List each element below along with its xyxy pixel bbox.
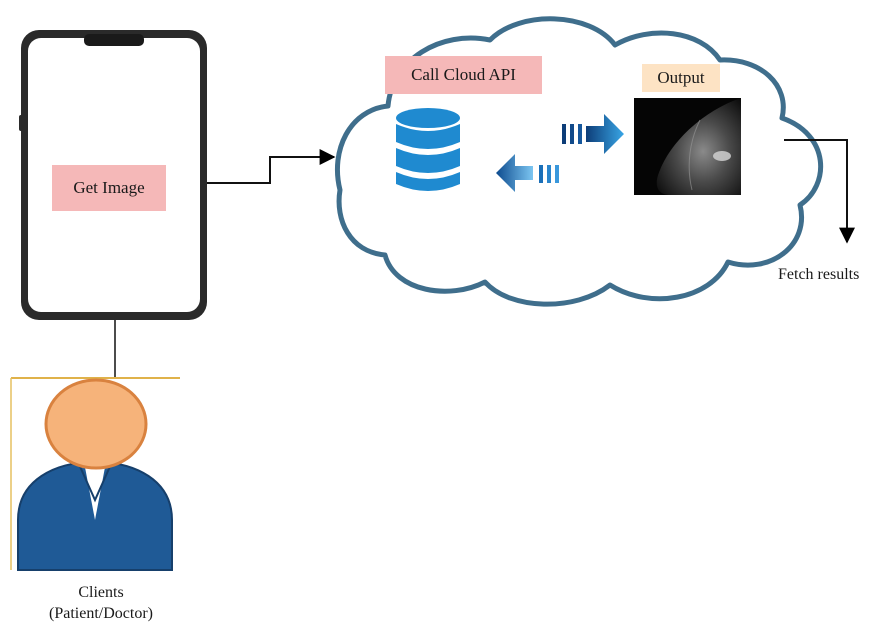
output-label: Output bbox=[642, 64, 720, 92]
send-arrow-icon bbox=[562, 114, 624, 154]
clients-label: Clients (Patient/Doctor) bbox=[30, 582, 172, 624]
call-cloud-api-text: Call Cloud API bbox=[411, 65, 516, 84]
get-image-text: Get Image bbox=[73, 178, 145, 197]
client-avatar bbox=[10, 377, 180, 571]
fetch-results-label: Fetch results bbox=[778, 266, 860, 283]
return-arrow-icon bbox=[496, 154, 559, 192]
call-cloud-api-label: Call Cloud API bbox=[385, 56, 542, 94]
clients-role: (Patient/Doctor) bbox=[49, 605, 153, 622]
output-text: Output bbox=[657, 68, 705, 87]
upload-connector bbox=[207, 149, 336, 184]
phone-notch bbox=[84, 34, 144, 46]
clients-title: Clients bbox=[78, 584, 124, 601]
mammogram-image bbox=[634, 98, 741, 195]
fetch-connector bbox=[784, 139, 855, 244]
get-image-label: Get Image bbox=[52, 165, 166, 211]
database-icon bbox=[396, 108, 460, 191]
